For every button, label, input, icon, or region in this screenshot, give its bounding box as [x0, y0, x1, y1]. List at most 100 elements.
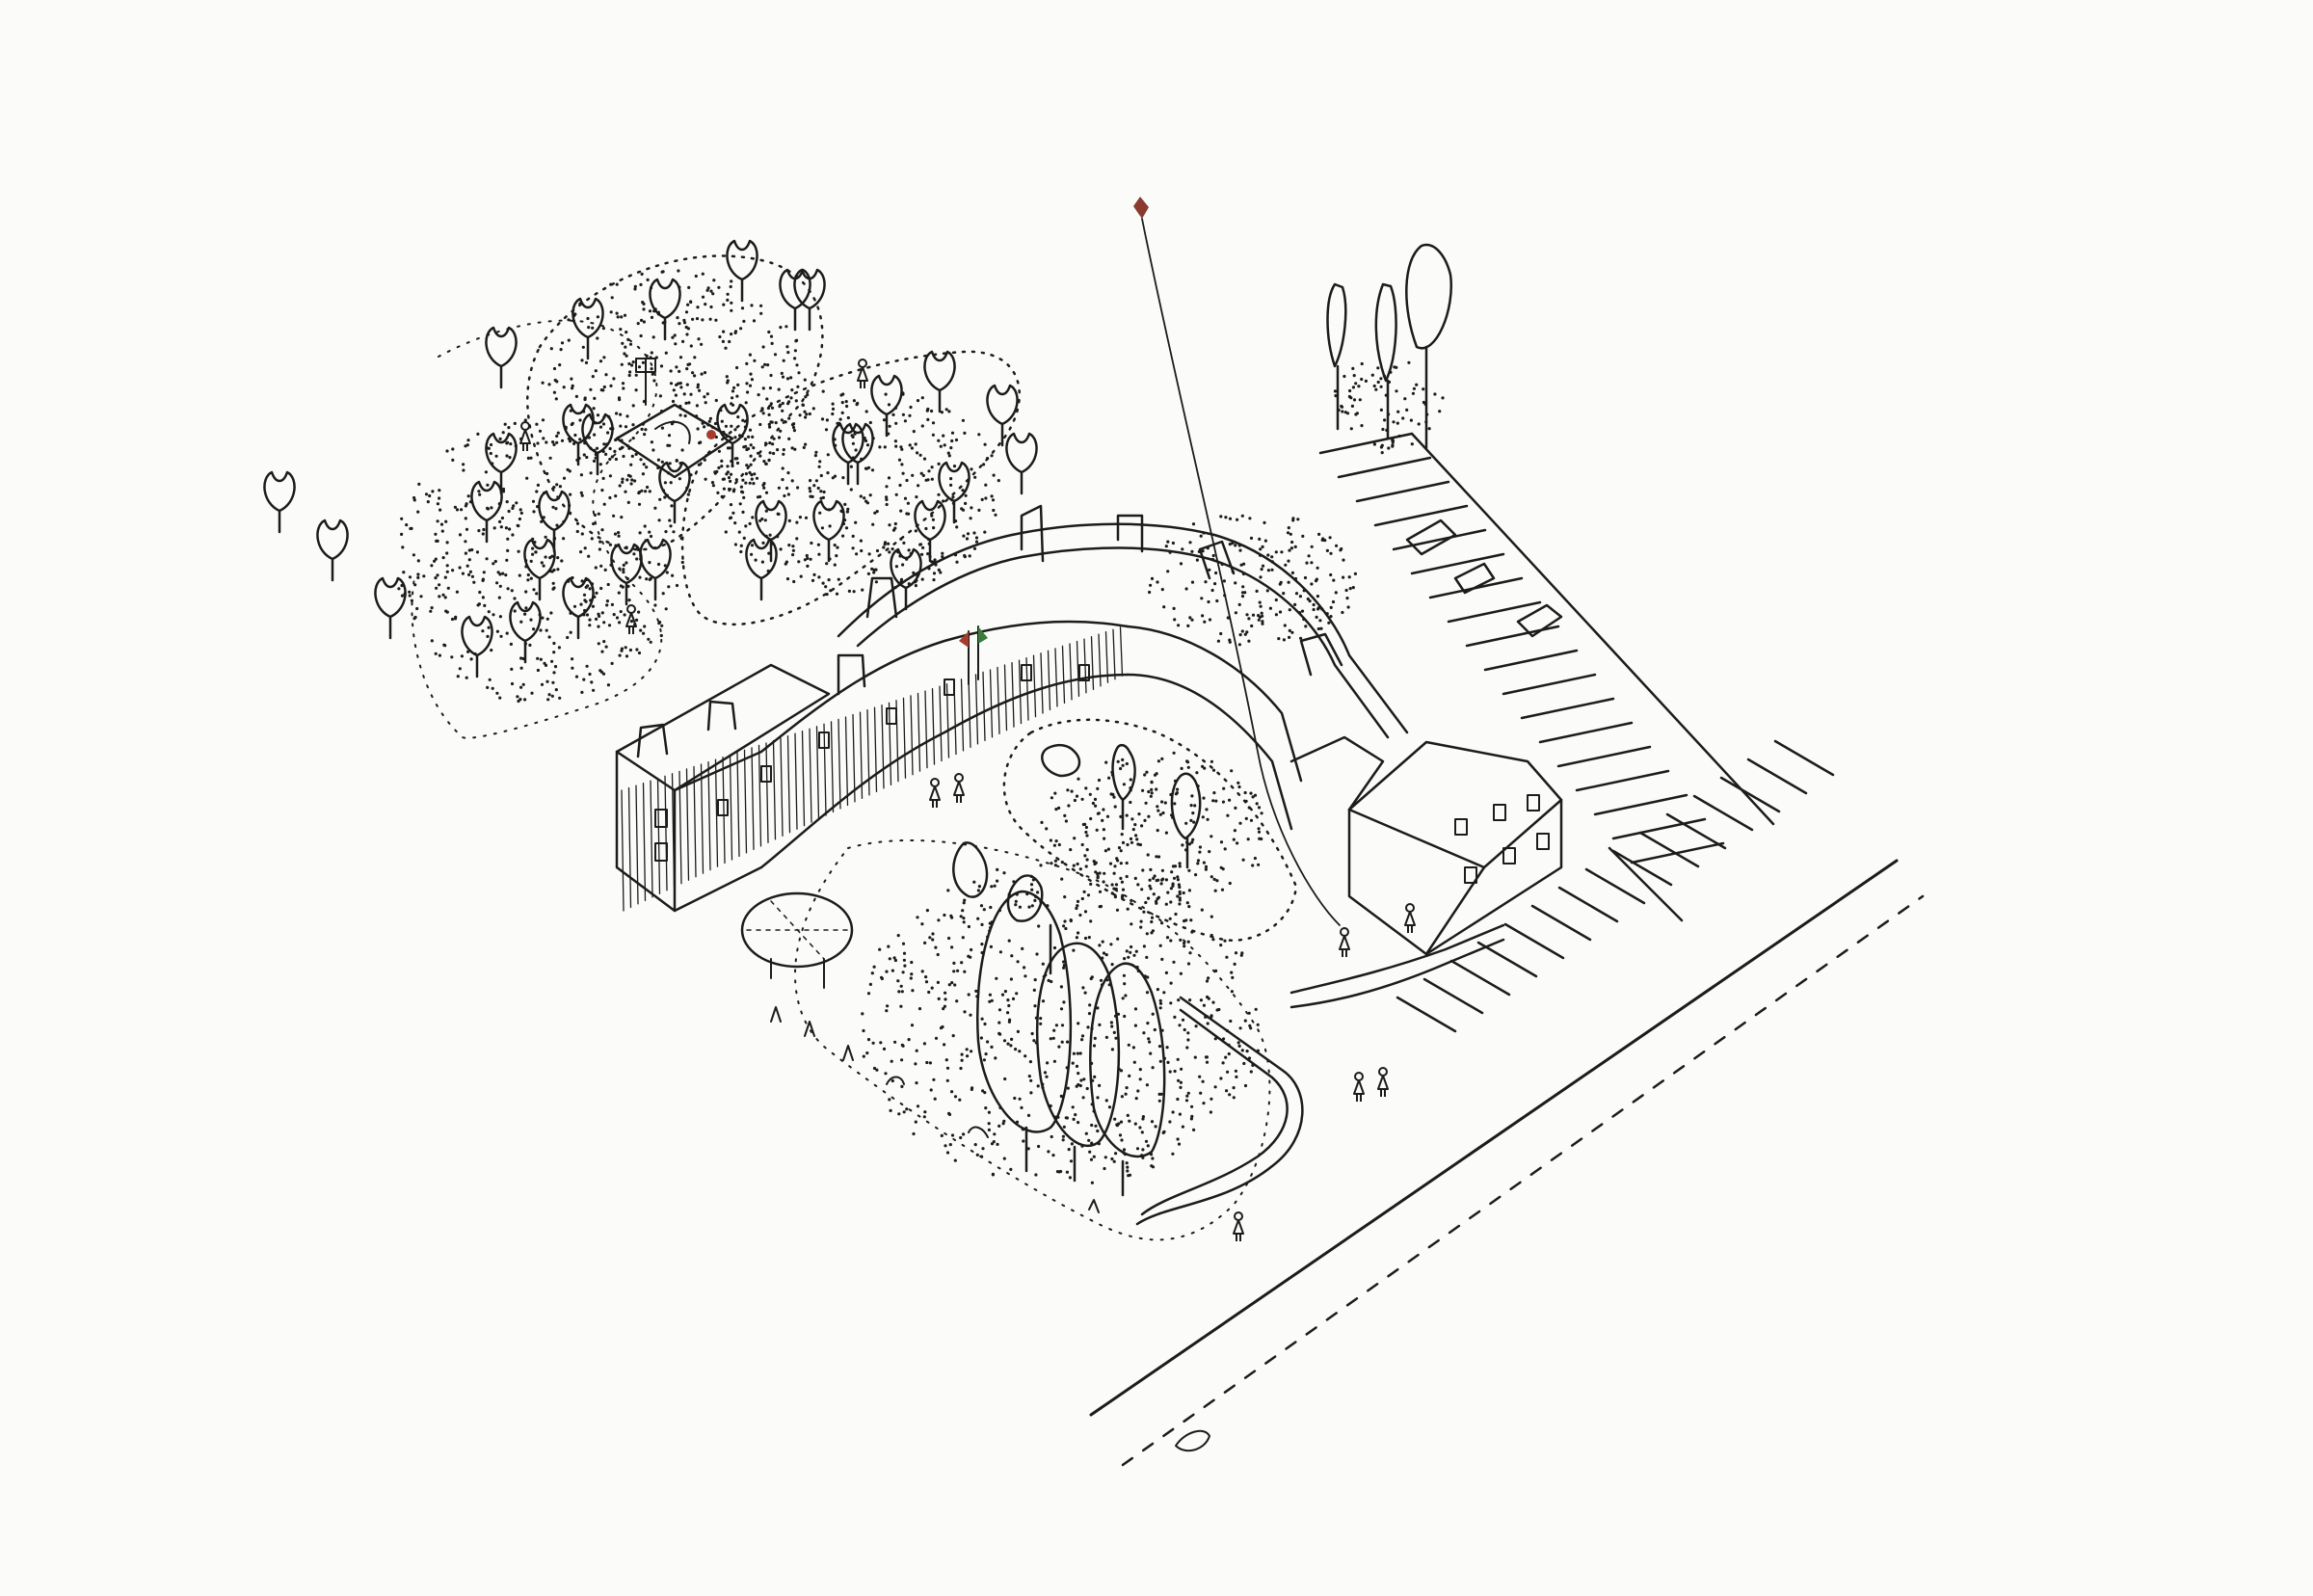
- stipple-dot: [422, 574, 426, 578]
- stipple-dot: [1121, 758, 1125, 762]
- stipple-dot: [1121, 763, 1125, 767]
- stipple-dot: [950, 1090, 954, 1094]
- stipple-dot: [736, 383, 740, 386]
- stipple-dot: [1089, 816, 1093, 821]
- stipple-dot: [660, 270, 664, 274]
- stipple-dot: [539, 657, 543, 661]
- stipple-dot: [986, 1040, 990, 1044]
- stipple-dot: [629, 482, 633, 486]
- stipple-dot: [887, 542, 891, 545]
- stipple-dot: [768, 425, 772, 429]
- stipple-dot: [920, 396, 924, 400]
- wall-hatch-line: [1090, 635, 1095, 690]
- stipple-dot: [1168, 917, 1172, 920]
- stipple-dot: [1243, 632, 1247, 636]
- stipple-dot: [1225, 1089, 1229, 1093]
- stipple-dot: [1193, 804, 1197, 808]
- stipple-dot: [749, 454, 753, 458]
- stipple-dot: [1151, 1157, 1155, 1160]
- stipple-dot: [645, 577, 649, 581]
- stipple-dot: [700, 342, 704, 346]
- stipple-dot: [598, 669, 602, 673]
- stipple-dot: [1020, 1105, 1024, 1109]
- stipple-dot: [1169, 1001, 1173, 1005]
- stipple-dot: [1277, 637, 1281, 641]
- stipple-dot: [678, 413, 682, 417]
- stipple-dot: [1077, 1121, 1080, 1125]
- stipple-dot: [960, 961, 964, 965]
- stipple-dot: [1080, 1034, 1085, 1038]
- stipple-dot: [1080, 842, 1084, 847]
- stipple-dot: [569, 492, 572, 496]
- stipple-dot: [513, 421, 517, 425]
- stipple-dot: [1333, 389, 1338, 393]
- stipple-dot: [1047, 1150, 1050, 1154]
- stipple-dot: [779, 326, 783, 330]
- stipple-dot: [774, 421, 778, 425]
- stipple-dot: [1003, 990, 1007, 994]
- stipple-dot: [1241, 585, 1245, 589]
- stipple-dot: [656, 458, 661, 462]
- wall-hatch-line: [815, 726, 820, 820]
- stipple-dot: [1232, 1086, 1236, 1090]
- stipple-dot: [416, 559, 420, 563]
- parking-stripe: [1611, 849, 1673, 887]
- stipple-dot: [1233, 829, 1236, 833]
- stipple-dot: [960, 507, 964, 511]
- stipple-dot: [1341, 610, 1344, 615]
- stipple-dot: [885, 497, 889, 502]
- stipple-dot: [617, 591, 621, 595]
- stipple-dot: [863, 496, 866, 500]
- stipple-dot: [795, 338, 799, 342]
- stipple-dot: [910, 960, 914, 965]
- stipple-dot: [833, 563, 837, 567]
- stipple-dot: [924, 980, 929, 984]
- stipple-dot: [1164, 545, 1168, 548]
- stipple-dot: [982, 908, 986, 912]
- stipple-dot: [1298, 595, 1302, 598]
- stipple-dot: [926, 552, 930, 556]
- stipple-dot: [1335, 544, 1339, 547]
- stipple-dot: [931, 518, 936, 521]
- stipple-dot: [1114, 1036, 1118, 1040]
- stipple-dot: [725, 472, 729, 476]
- stipple-dot: [930, 409, 934, 413]
- stipple-dot: [1195, 771, 1199, 775]
- stipple-dot: [1121, 840, 1126, 845]
- stipple-dot: [1346, 605, 1350, 609]
- stipple-dot: [997, 1021, 1001, 1024]
- stipple-dot: [787, 519, 791, 523]
- wall-hatch-line: [881, 705, 885, 789]
- stipple-dot: [1186, 1038, 1190, 1042]
- stipple-dot: [713, 471, 717, 475]
- stipple-dot: [1104, 1035, 1108, 1039]
- stipple-dot: [1234, 581, 1237, 585]
- stipple-dot: [622, 454, 625, 459]
- stipple-dot: [578, 418, 582, 422]
- stipple-dot: [651, 335, 655, 339]
- wall-hatch-line: [1025, 657, 1029, 721]
- stipple-dot: [560, 439, 565, 442]
- stipple-dot: [579, 550, 583, 554]
- stipple-dot: [1181, 547, 1184, 551]
- stipple-dot: [805, 412, 809, 416]
- stipple-dot: [818, 460, 822, 464]
- stipple-dot: [980, 1017, 984, 1021]
- stipple-dot: [1348, 587, 1352, 591]
- leaf-tree-icon: [870, 374, 903, 438]
- stipple-dot: [1176, 787, 1180, 791]
- stipple-dot: [1076, 1051, 1079, 1055]
- stipple-dot: [1186, 1031, 1190, 1035]
- stipple-dot: [1049, 838, 1052, 842]
- stipple-dot: [410, 598, 413, 602]
- stipple-dot: [511, 506, 515, 511]
- stipple-dot: [592, 688, 596, 692]
- stipple-dot: [1147, 896, 1151, 900]
- stipple-dot: [660, 426, 665, 430]
- stipple-dot: [635, 557, 639, 561]
- stipple-dot: [967, 993, 970, 997]
- stipple-dot: [476, 432, 480, 436]
- stipple-dot: [618, 653, 622, 657]
- stipple-dot: [718, 334, 722, 339]
- stipple-dot: [974, 989, 978, 993]
